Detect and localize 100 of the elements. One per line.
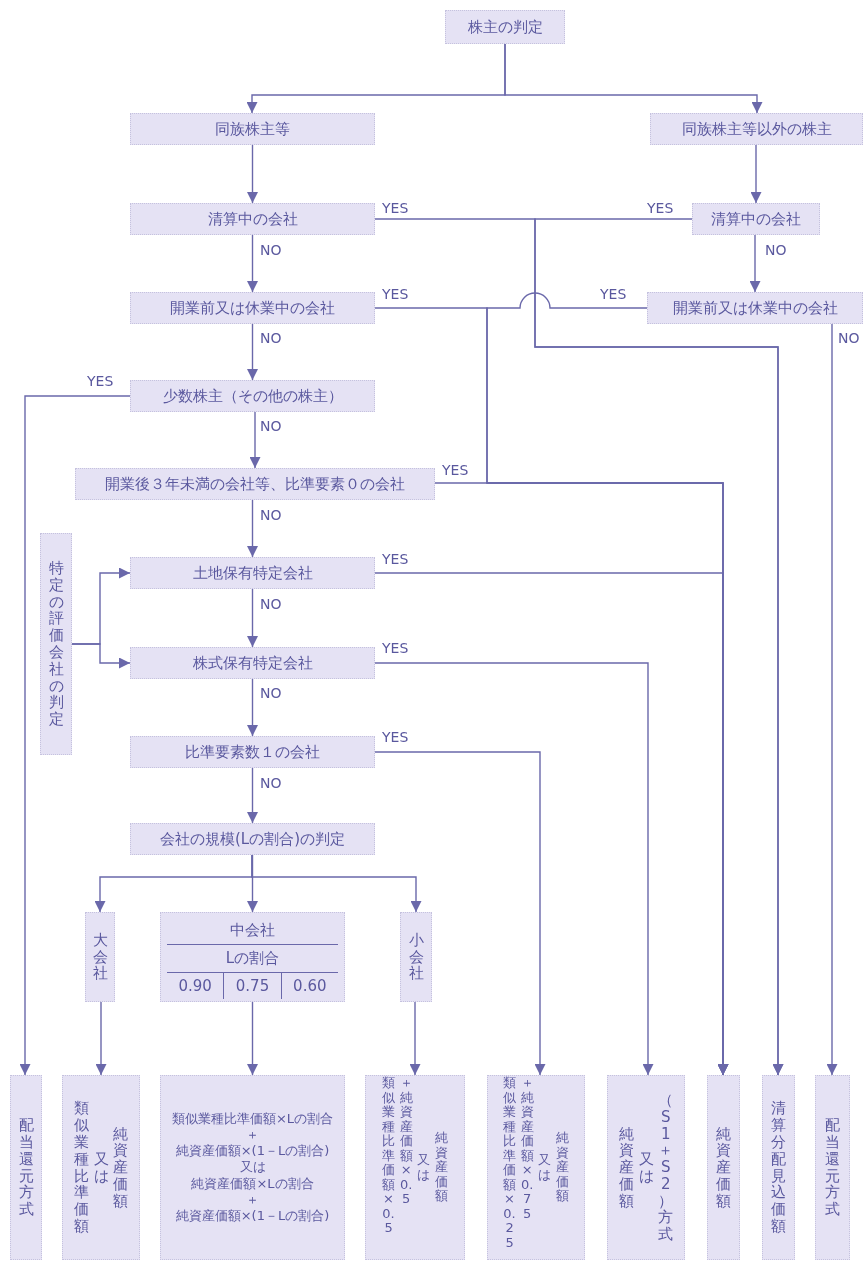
box-label: 会社の規模(Lの割合)の判定 xyxy=(159,829,346,849)
box-label: 特定の評価会社の判定 xyxy=(48,560,64,728)
edge-label: YES xyxy=(598,286,629,302)
box-label: 開業後３年未満の会社等、比準要素０の会社 xyxy=(105,474,405,494)
edge-label: YES xyxy=(380,551,411,567)
box-label: ＋ xyxy=(246,1191,259,1209)
box-label: 純資産価額 xyxy=(618,1125,635,1210)
edge-label: YES xyxy=(380,200,411,216)
decision-box xyxy=(130,647,375,679)
box-label: 清算分配見込価額 xyxy=(770,1100,787,1235)
box-label: 大会社 xyxy=(92,931,108,983)
decision-box xyxy=(130,557,375,589)
box-label: 同族株主等 xyxy=(215,119,290,139)
box-label: 開業前又は休業中の会社 xyxy=(672,298,838,318)
edge-label: YES xyxy=(440,462,471,478)
arrow xyxy=(19,395,131,1076)
arrow xyxy=(247,588,258,648)
table-box xyxy=(160,912,345,1002)
result-box xyxy=(707,1075,740,1260)
decision-box xyxy=(130,823,375,855)
result-box xyxy=(487,1075,585,1260)
box-label: 清算中の会社 xyxy=(207,209,298,229)
edge-label: NO xyxy=(258,242,284,258)
edge-label: NO xyxy=(763,242,789,258)
decision-box xyxy=(85,912,115,1002)
table-cell: Lの割合 xyxy=(167,945,338,973)
decision-box xyxy=(130,203,375,235)
edge-label: YES xyxy=(380,640,411,656)
box-label: 類似業種比準価額×0.25 xyxy=(502,1076,517,1251)
arrow xyxy=(249,411,261,469)
arrow xyxy=(749,234,761,293)
arrow xyxy=(409,1001,421,1076)
box-label: 少数株主（その他の株主） xyxy=(162,386,343,406)
decision-box xyxy=(445,10,565,44)
box-label: 純資産価額×(1－Lの割合) xyxy=(175,1208,330,1225)
box-label: ＋ xyxy=(246,1126,259,1144)
edge-label: NO xyxy=(258,775,284,791)
edge-label: YES xyxy=(380,729,411,745)
decision-box xyxy=(130,380,375,412)
box-label: 開業前又は休業中の会社 xyxy=(170,298,335,318)
box-label: 純資産価額 xyxy=(715,1125,732,1210)
box-label: 比準要素数１の会社 xyxy=(185,742,320,762)
box-label: ＋純資産価額×0.5 xyxy=(399,1076,413,1207)
arrow xyxy=(826,323,838,1076)
decision-box xyxy=(647,292,863,324)
box-label: ＋純資産価額×0.75 xyxy=(520,1076,534,1222)
edge-label: NO xyxy=(258,596,284,612)
box-label: 株式保有特定会社 xyxy=(192,653,313,673)
box-label: 小会社 xyxy=(408,931,424,983)
box-label: 又は xyxy=(239,1159,266,1176)
result-box xyxy=(762,1075,795,1260)
arrow xyxy=(251,854,422,913)
arrow xyxy=(247,1001,258,1076)
arrow xyxy=(534,218,784,1076)
arrow xyxy=(247,234,258,293)
box-label: 又は xyxy=(538,1152,552,1183)
result-box xyxy=(10,1075,42,1260)
box-label: 類似業種比準価額×0.5 xyxy=(381,1076,396,1236)
result-box xyxy=(365,1075,465,1260)
table-cell-text: 0.60 xyxy=(292,976,328,997)
arrow xyxy=(374,662,654,1076)
box-label: 類似業種比準価額×Lの割合 xyxy=(171,1110,334,1127)
arrow xyxy=(750,144,762,204)
arrow xyxy=(247,767,258,824)
decision-box xyxy=(40,533,72,755)
edge-label: NO xyxy=(258,330,284,346)
result-box xyxy=(607,1075,685,1260)
box-label: 類似業種比準価額 xyxy=(73,1100,90,1235)
edge-label: NO xyxy=(836,330,862,346)
box-label: 同族株主等以外の株主 xyxy=(681,119,832,139)
decision-box xyxy=(75,468,435,500)
arrow xyxy=(374,572,729,1076)
box-label: （S1＋S2）方式 xyxy=(657,1091,674,1244)
arrow xyxy=(247,499,258,558)
box-label: 純資産価額 xyxy=(555,1131,570,1204)
arrow xyxy=(95,1001,107,1076)
edge-label: NO xyxy=(258,507,284,523)
edge-label: NO xyxy=(258,685,284,701)
box-label: 配当還元方式 xyxy=(18,1117,34,1218)
decision-box xyxy=(130,736,375,768)
result-box xyxy=(815,1075,850,1260)
edge-label: YES xyxy=(85,373,116,389)
box-label: 純資産価額×(1－Lの割合) xyxy=(175,1143,330,1160)
box-label: 配当還元方式 xyxy=(824,1117,841,1218)
arrow xyxy=(247,678,258,737)
arrow xyxy=(71,643,131,669)
box-label: 又は xyxy=(417,1152,431,1183)
decision-box xyxy=(400,912,432,1002)
edge-label: YES xyxy=(645,200,676,216)
decision-box xyxy=(130,292,375,324)
box-label: 清算中の会社 xyxy=(711,209,801,229)
box-label: 土地保有特定会社 xyxy=(192,563,313,583)
box-label: 純資産価額 xyxy=(112,1125,129,1210)
result-box xyxy=(160,1075,345,1260)
box-label: 純資産価額×Lの割合 xyxy=(191,1175,314,1192)
decision-box xyxy=(692,203,820,235)
decision-box xyxy=(650,113,863,145)
box-label: 又は xyxy=(638,1150,654,1185)
box-label: 純資産価額 xyxy=(434,1131,449,1204)
arrow xyxy=(247,144,258,204)
